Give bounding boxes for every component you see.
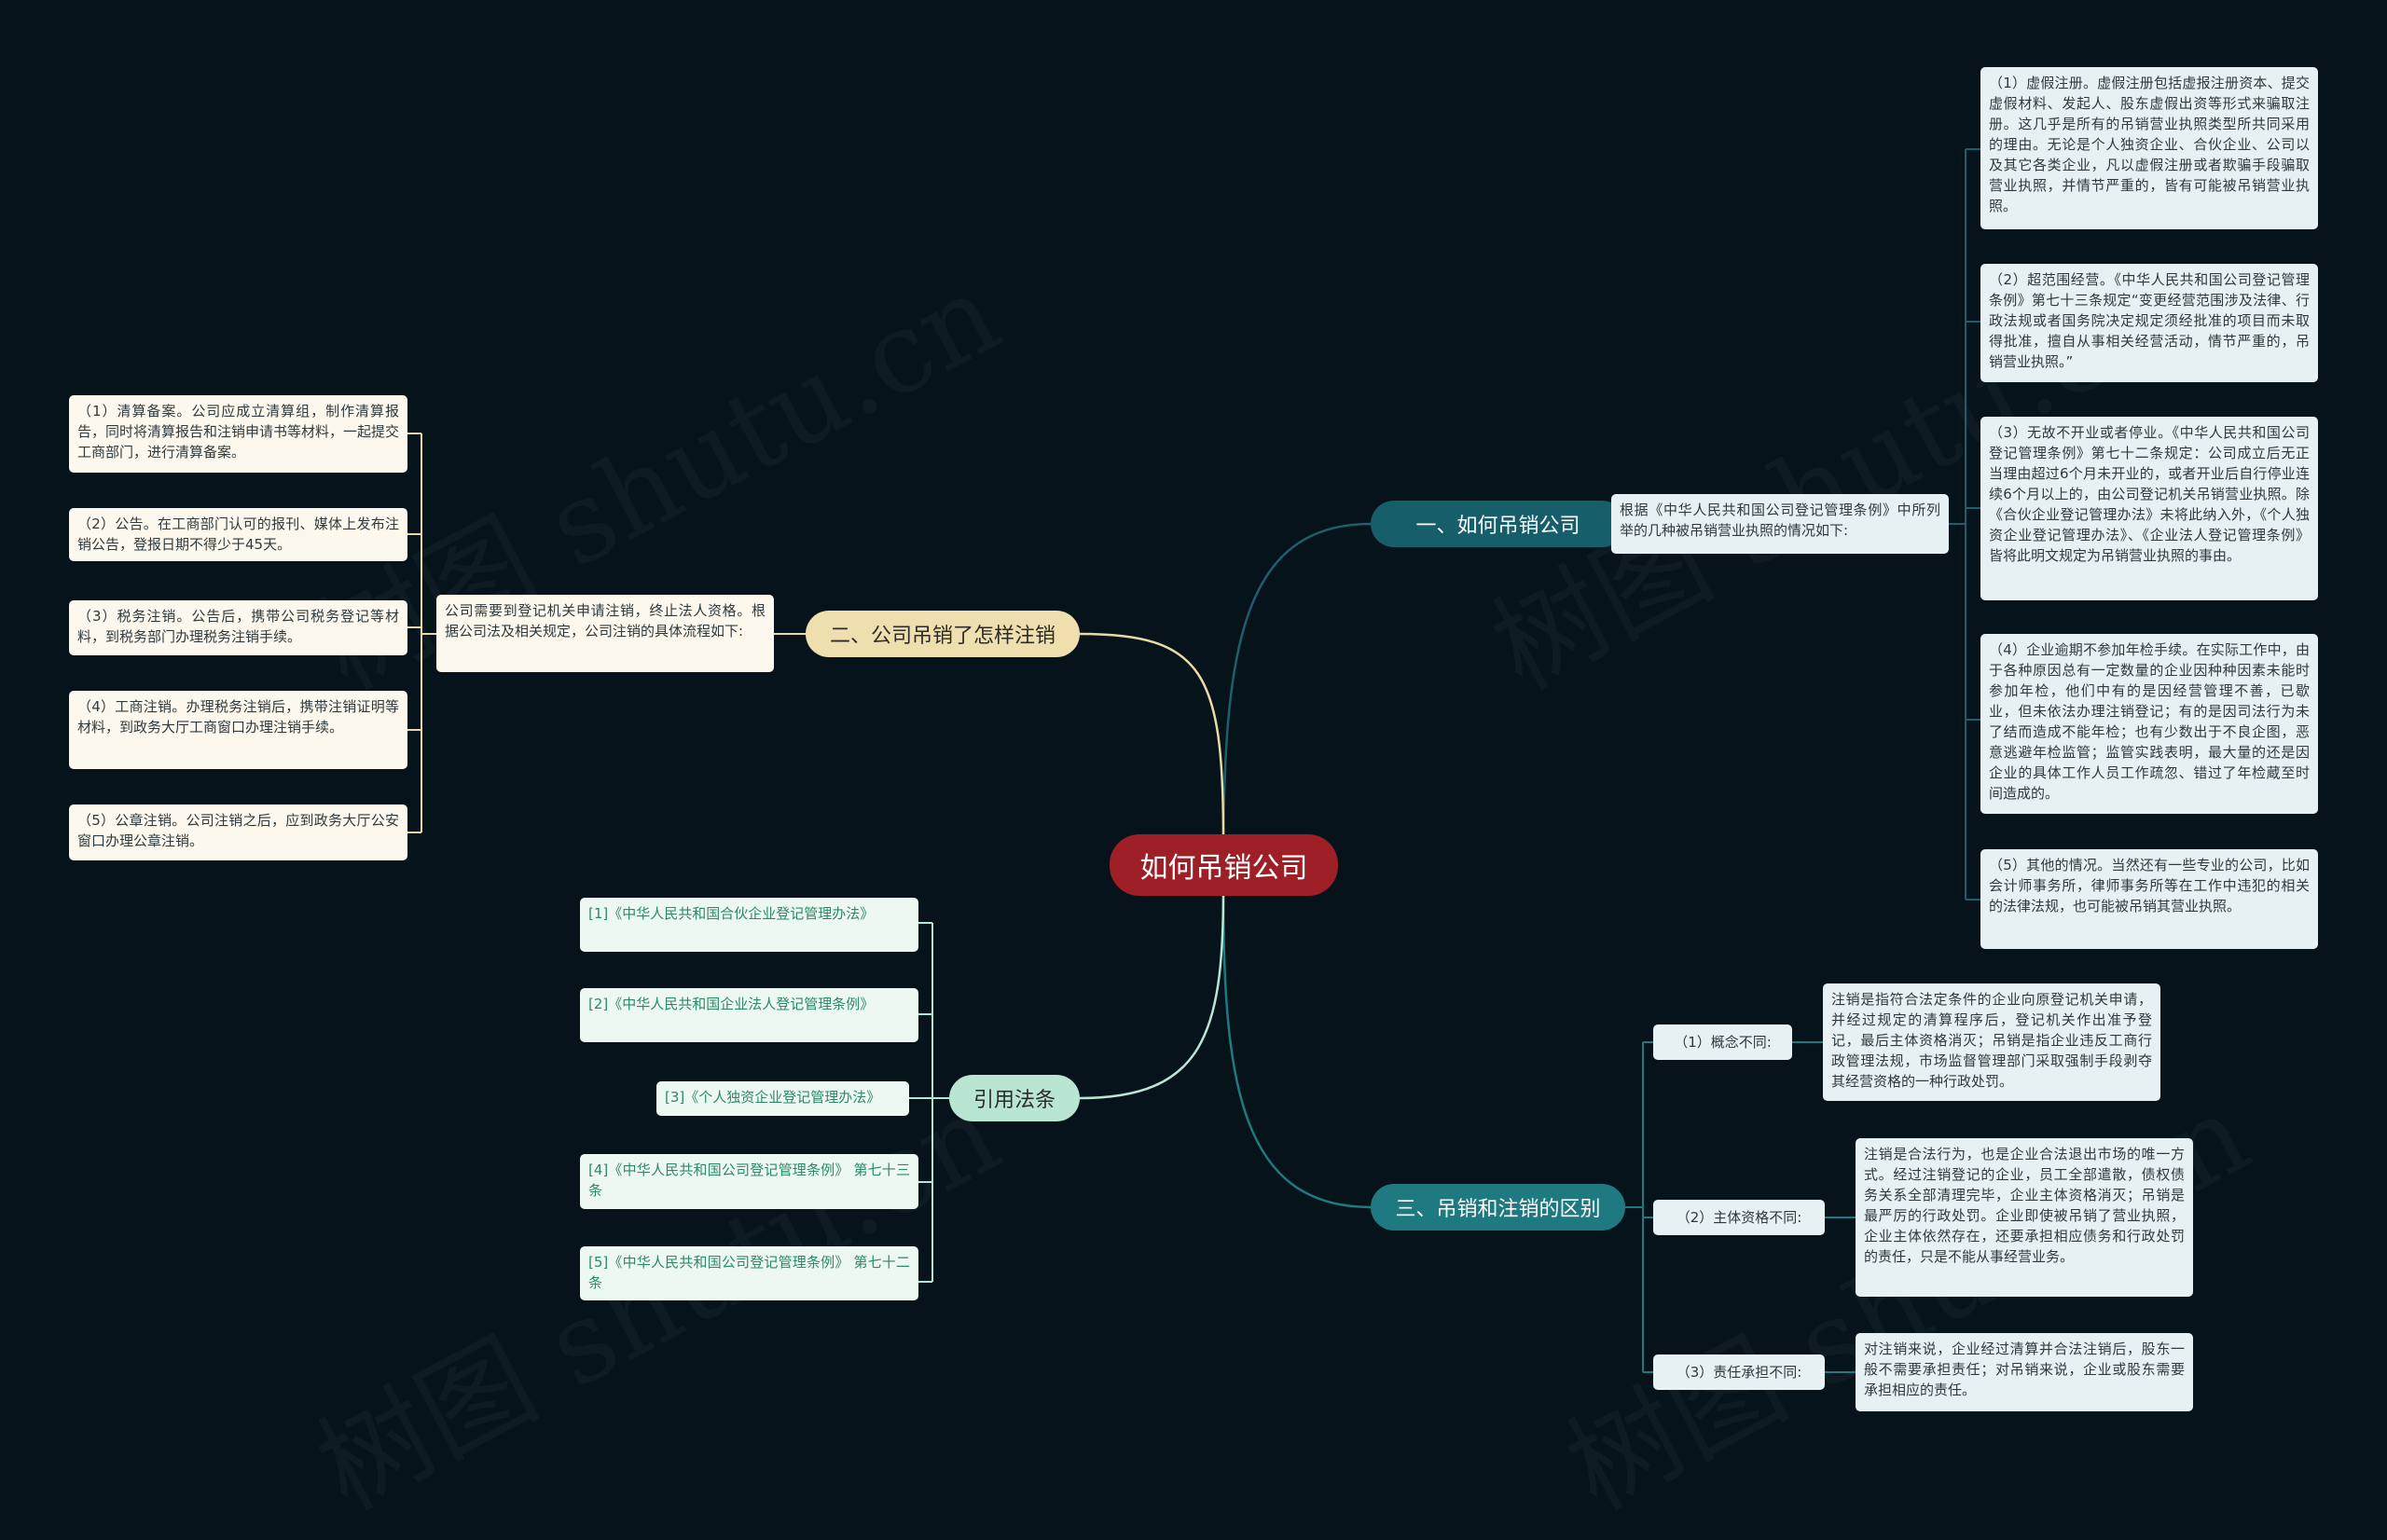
mindmap-connectors [407, 148, 1980, 1373]
reference-item-4[interactable]: [4]《中华人民共和国公司登记管理条例》 第七十三条 [580, 1154, 918, 1209]
connector-branch4-list [909, 922, 949, 1283]
branch-3-label-2[interactable]: （2）主体资格不同: [1653, 1200, 1825, 1235]
reference-item-1[interactable]: [1]《中华人民共和国合伙企业登记管理办法》 [580, 898, 918, 952]
branch-1-topic[interactable]: 一、如何吊销公司 [1371, 501, 1625, 547]
branch-2-item-2[interactable]: （2）公告。在工商部门认可的报刊、媒体上发布注销公告，登报日期不得少于45天。 [69, 508, 407, 561]
branch-2-item-3[interactable]: （3）税务注销。公告后，携带公司税务登记等材料，到税务部门办理税务注销手续。 [69, 600, 407, 655]
connector-branch2-list [407, 433, 436, 833]
connector-branch1-list [1949, 148, 1980, 901]
branch-3-text-2[interactable]: 注销是合法行为，也是企业合法退出市场的唯一方式。经过注销登记的企业，员工全部遣散… [1856, 1138, 2193, 1297]
branch-2-item-1[interactable]: （1）清算备案。公司应成立清算组，制作清算报告，同时将清算报告和注销申请书等材料… [69, 395, 407, 473]
branch-4-topic[interactable]: 引用法条 [949, 1075, 1080, 1121]
connector-root-branch2 [1079, 632, 1225, 840]
branch-3-topic[interactable]: 三、吊销和注销的区别 [1371, 1184, 1625, 1231]
branch-3-text-1[interactable]: 注销是指符合法定条件的企业向原登记机关申请，并经过规定的清算程序后，登记机关作出… [1823, 983, 2160, 1101]
branch-2-intro[interactable]: 公司需要到登记机关申请注销，终止法人资格。根据公司法及相关规定，公司注销的具体流… [436, 595, 774, 672]
branch-2-item-5[interactable]: （5）公章注销。公司注销之后，应到政务大厅公安窗口办理公章注销。 [69, 804, 407, 860]
connector-branch3-details [1792, 1041, 1856, 1373]
branch-3-label-1[interactable]: （1）概念不同: [1653, 1024, 1792, 1060]
branch-3-text-3[interactable]: 对注销来说，企业经过清算并合法注销后，股东一般不需要承担责任；对吊销来说，企业或… [1856, 1333, 2193, 1411]
branch-1-item-3[interactable]: （3）无故不开业或者停业。《中华人民共和国公司登记管理条例》第七十二条规定：公司… [1980, 417, 2318, 600]
branch-2-topic[interactable]: 二、公司吊销了怎样注销 [806, 611, 1080, 657]
branch-1-intro[interactable]: 根据《中华人民共和国公司登记管理条例》中所列举的几种被吊销营业执照的情况如下: [1611, 494, 1949, 554]
branch-1-item-2[interactable]: （2）超范围经营。《中华人民共和国公司登记管理条例》第七十三条规定“变更经营范围… [1980, 264, 2318, 382]
branch-1-item-1[interactable]: （1）虚假注册。虚假注册包括虚报注册资本、提交虚假材料、发起人、股东虚假出资等形… [1980, 67, 2318, 229]
reference-item-5[interactable]: [5]《中华人民共和国公司登记管理条例》 第七十二条 [580, 1246, 918, 1300]
branch-2-item-4[interactable]: （4）工商注销。办理税务注销后，携带注销证明等材料，到政务大厅工商窗口办理注销手… [69, 691, 407, 769]
branch-1-item-5[interactable]: （5）其他的情况。当然还有一些专业的公司，比如会计师事务所，律师事务所等在工作中… [1980, 849, 2318, 949]
branch-3-label-3[interactable]: （3）责任承担不同: [1653, 1354, 1825, 1390]
connector-root-branch1 [1221, 522, 1372, 868]
branch-1-item-4[interactable]: （4）企业逾期不参加年检手续。在实际工作中，由于各种原因总有一定数量的企业因种种… [1980, 634, 2318, 814]
connector-root-branch4 [1079, 889, 1225, 1100]
connector-branch3-list [1625, 1041, 1653, 1373]
connector-root-branch3 [1221, 889, 1372, 1209]
reference-item-3[interactable]: [3]《个人独资企业登记管理办法》 [656, 1081, 909, 1116]
reference-item-2[interactable]: [2]《中华人民共和国企业法人登记管理条例》 [580, 988, 918, 1042]
root-topic[interactable]: 如何吊销公司 [1110, 834, 1338, 896]
